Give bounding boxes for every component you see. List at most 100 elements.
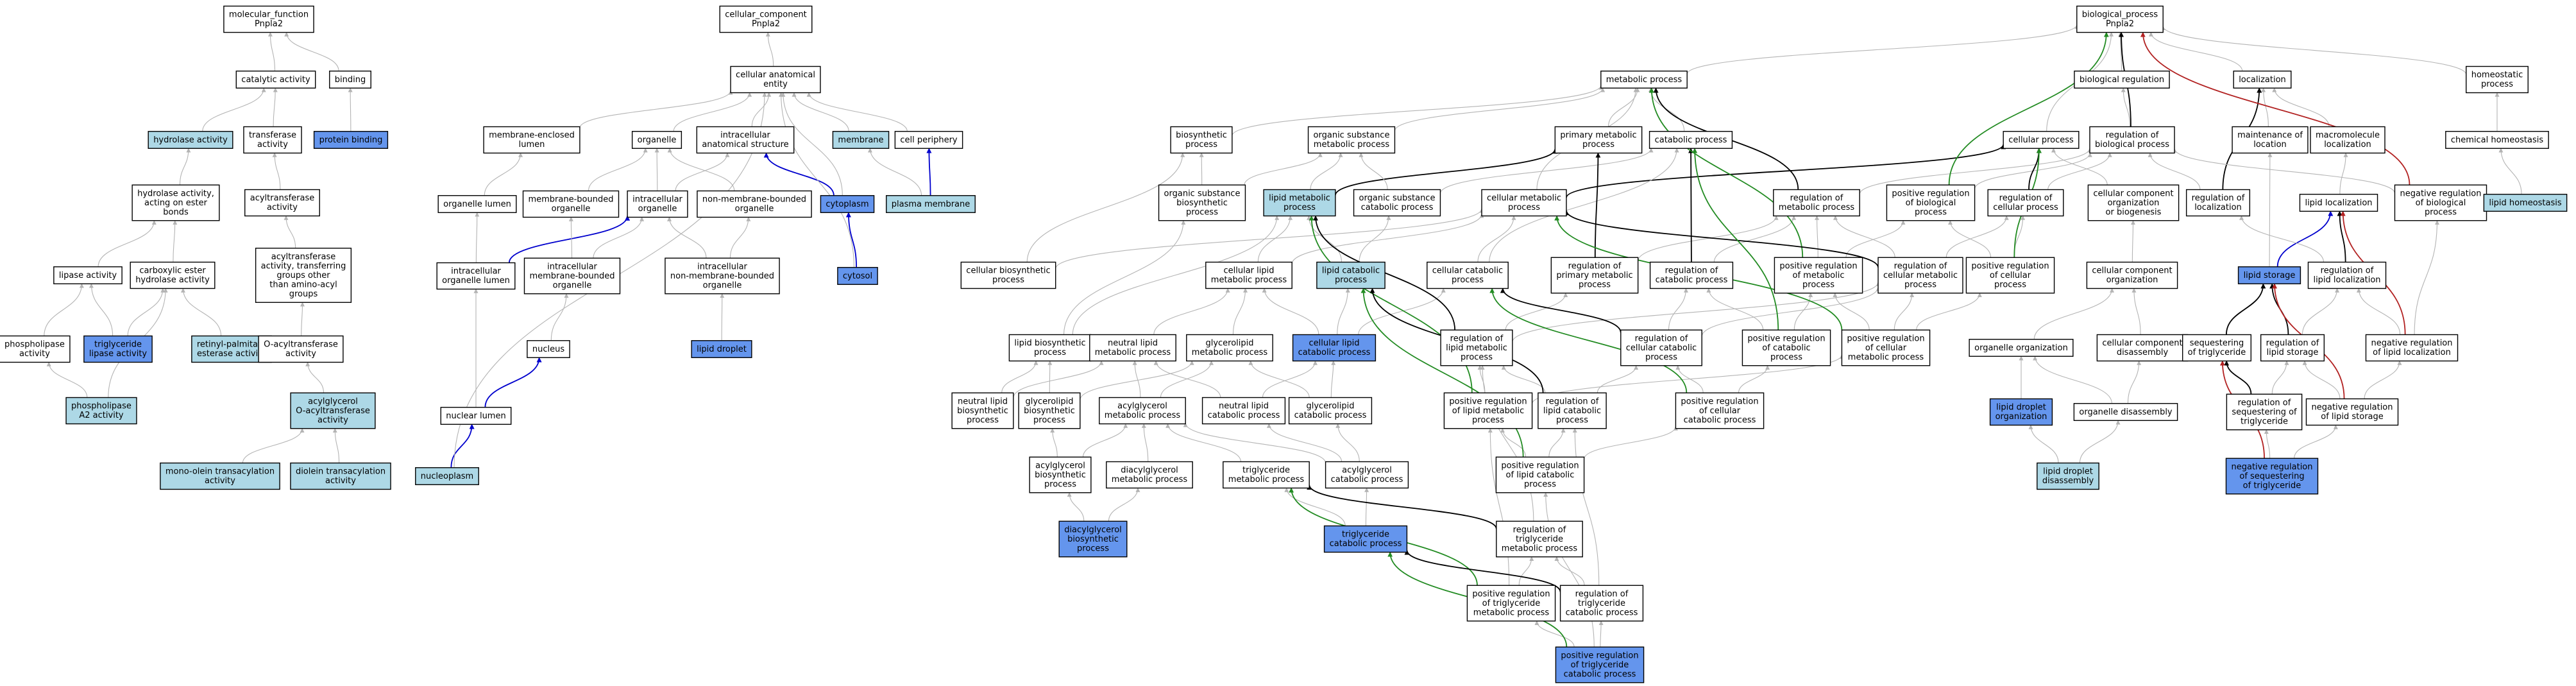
go-term-metab: metabolic process — [1600, 71, 1688, 89]
edge-cellcatab-to-catabolic — [1489, 148, 1679, 262]
term-label: cellular metabolic — [1883, 271, 1958, 280]
term-label: lumen — [519, 140, 545, 150]
term-label: cellular anatomical — [736, 71, 815, 80]
edge-negregbio-to-bp — [2140, 31, 2411, 185]
edge-regcellcatab-to-regcatab — [1668, 287, 1688, 330]
term-label: process — [992, 275, 1024, 285]
term-box — [2003, 131, 2080, 149]
term-label: process — [1645, 352, 1677, 362]
edge-cellmetab-to-cellproc — [1566, 144, 2006, 198]
edge-posreglipidcatab-to-lipidcatab — [1360, 287, 1524, 458]
edge-lipidmetab-to-orgsubmetab — [1310, 152, 1343, 190]
term-label: chemical homeostasis — [2451, 135, 2544, 145]
edge-lddisassembly-to-orgdisassembly — [2079, 420, 2121, 463]
edge-ccorgbio-to-cellproc — [2051, 148, 2108, 185]
term-box — [1316, 261, 1385, 289]
term-label: cellular component — [2092, 266, 2172, 276]
term-box — [696, 126, 795, 154]
edge-membrane-to-cae — [792, 92, 849, 132]
term-label: lipid storage — [2267, 348, 2319, 357]
term-box — [437, 195, 517, 213]
term-label: biosynthetic — [1024, 406, 1075, 416]
edge-regmetab-to-regbio — [1859, 148, 2092, 194]
term-label: metabolic process — [1112, 475, 1188, 484]
term-box — [160, 462, 280, 490]
term-box — [235, 71, 316, 89]
edge-glycerolipidmetab-to-celllipidmetab — [1232, 287, 1248, 335]
edge-intranonmemb-to-intraorg — [667, 216, 707, 259]
term-label: organic substance — [1314, 131, 1390, 141]
edge-lipidmetab-to-primmetab — [1334, 148, 1558, 196]
term-label: lipid droplet — [697, 345, 747, 354]
edge-orgdisassembly-to-orgorg — [2033, 356, 2112, 404]
edge-negreglipidloc-to-negregbio — [2414, 220, 2439, 335]
edge-celllipidmetab-to-lipidmetab — [1257, 215, 1293, 262]
edge-regprimmetab-to-primmetab — [1594, 152, 1601, 258]
term-label: acylglycerol — [1035, 461, 1085, 470]
term-label: nucleoplasm — [421, 472, 473, 481]
edge-regtgmetab-to-reglipidmetab — [1480, 365, 1534, 522]
go-term-nuclearlumen: nuclear lumen — [440, 407, 512, 425]
term-label: cellular process — [1993, 203, 2058, 212]
term-label: disassembly — [2117, 348, 2169, 357]
edge-celllipidcatab-to-cellcatab — [1358, 287, 1446, 335]
term-box — [243, 126, 302, 154]
term-label: biosynthetic — [1176, 131, 1227, 141]
term-label: activity, transferring — [261, 261, 346, 271]
edge-glycerolipidbiosynth-to-glycerolipidmetab — [1080, 360, 1194, 400]
edge-cae-to-cc — [765, 31, 774, 67]
term-label: regulation of — [1575, 589, 1629, 599]
edge-negregseqtg-to-regseqtg — [2264, 429, 2271, 459]
term-label: cellular process — [2008, 135, 2074, 145]
term-label: process — [967, 415, 999, 425]
term-box — [627, 190, 688, 218]
term-label: cytosol — [843, 271, 872, 281]
term-label: maintenance of — [2237, 131, 2303, 141]
edge-neutlipidbiosynth-to-neutlipidmetab — [1013, 360, 1104, 399]
term-box — [1307, 126, 1396, 154]
term-label: organelle disassembly — [2079, 407, 2173, 417]
edge-intranonmemb-to-nonmembbound — [729, 216, 751, 259]
go-term-nucleus: nucleus — [527, 340, 570, 358]
term-label: primary metabolic — [1560, 131, 1636, 141]
term-label: cellular lipid — [1309, 339, 1359, 348]
term-box — [440, 407, 512, 425]
edge-intraorg-to-intraanat — [675, 152, 730, 191]
edge-phospho-to-lipase — [44, 283, 84, 336]
term-box — [1099, 397, 1186, 425]
term-box — [1538, 392, 1607, 429]
term-label: organelle — [553, 280, 592, 290]
edge-cytoplasm-to-cae — [781, 92, 843, 196]
term-label: biosynthetic — [1035, 470, 1086, 480]
term-label: process — [1904, 280, 1936, 289]
term-box — [1427, 261, 1509, 289]
term-label: nuclear lumen — [446, 411, 505, 421]
term-label: acting on ester — [144, 198, 208, 208]
term-box — [1106, 461, 1193, 489]
term-label: esterase activity — [197, 349, 266, 359]
term-box — [1886, 184, 1976, 221]
edge-cytosol-to-cytoplasm — [845, 212, 858, 268]
edge-posregcellmetab-to-posregcell — [1916, 293, 1982, 330]
edge-metab-to-bp — [1686, 24, 2080, 74]
edge-maintloc-to-localization — [2261, 87, 2269, 127]
term-box — [1965, 257, 2055, 294]
edge-orgsubbiosynth-to-orgsubmetab — [1244, 152, 1323, 185]
edge-posregcatab-to-posregmetab — [1793, 293, 1813, 330]
term-box — [223, 5, 314, 33]
